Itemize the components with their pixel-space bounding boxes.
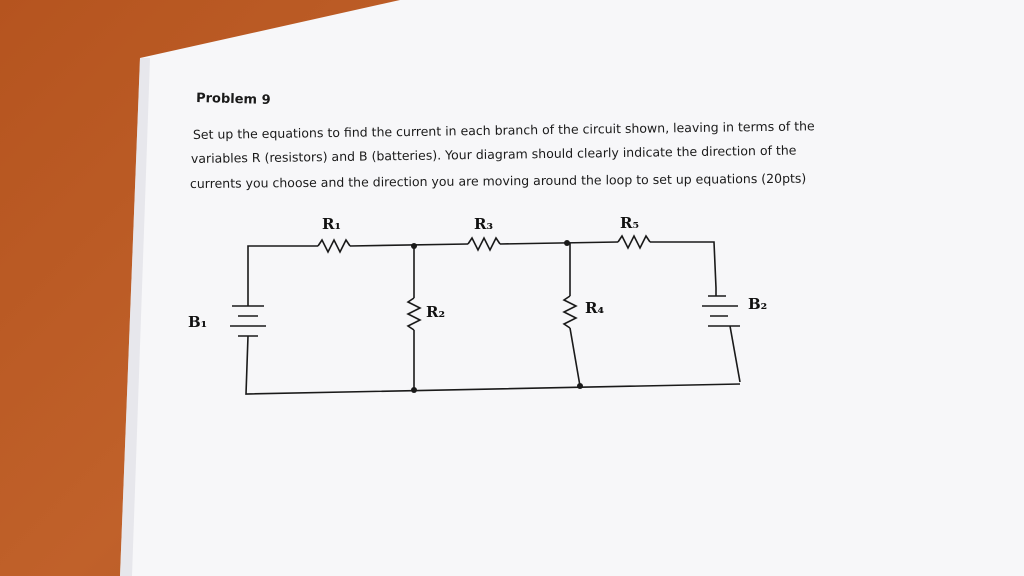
wire-top-left xyxy=(247,245,318,294)
resistor-r3-zigzag xyxy=(467,236,501,252)
wire-b2-bottom xyxy=(729,325,741,383)
label-r3: R₃ xyxy=(474,215,493,233)
wire-top-mid-2 xyxy=(499,241,619,245)
wire-top-mid-1 xyxy=(349,243,469,247)
circuit-diagram xyxy=(230,234,741,395)
wire-left-bottom xyxy=(245,335,741,395)
label-r5: R₅ xyxy=(620,214,639,232)
junction-dot xyxy=(411,243,417,249)
circuit-junctions xyxy=(411,240,583,393)
resistor-r1-zigzag xyxy=(317,238,351,254)
label-r1: R₁ xyxy=(322,215,341,233)
resistor-r5-zigzag xyxy=(617,234,651,250)
problem-line-3: currents you choose and the direction yo… xyxy=(190,171,806,191)
paper-shadow-edge xyxy=(120,58,150,576)
wire-r4-bottom xyxy=(569,327,581,387)
resistor-r2-zigzag xyxy=(406,297,422,331)
circuit-labels: R₁ R₃ R₅ R₂ R₄ B₁ B₂ xyxy=(188,214,767,331)
label-b1: B₁ xyxy=(188,313,207,331)
problem-title: Problem 9 xyxy=(196,91,271,108)
paper-sheet xyxy=(120,0,1024,576)
label-r2: R₂ xyxy=(426,303,445,321)
junction-dot xyxy=(577,383,583,389)
label-r4: R₄ xyxy=(585,299,604,317)
junction-dot xyxy=(564,240,570,246)
junction-dot xyxy=(411,387,417,393)
resistor-r4-zigzag xyxy=(562,295,578,329)
wire-top-right xyxy=(650,241,717,289)
label-b2: B₂ xyxy=(748,295,767,313)
